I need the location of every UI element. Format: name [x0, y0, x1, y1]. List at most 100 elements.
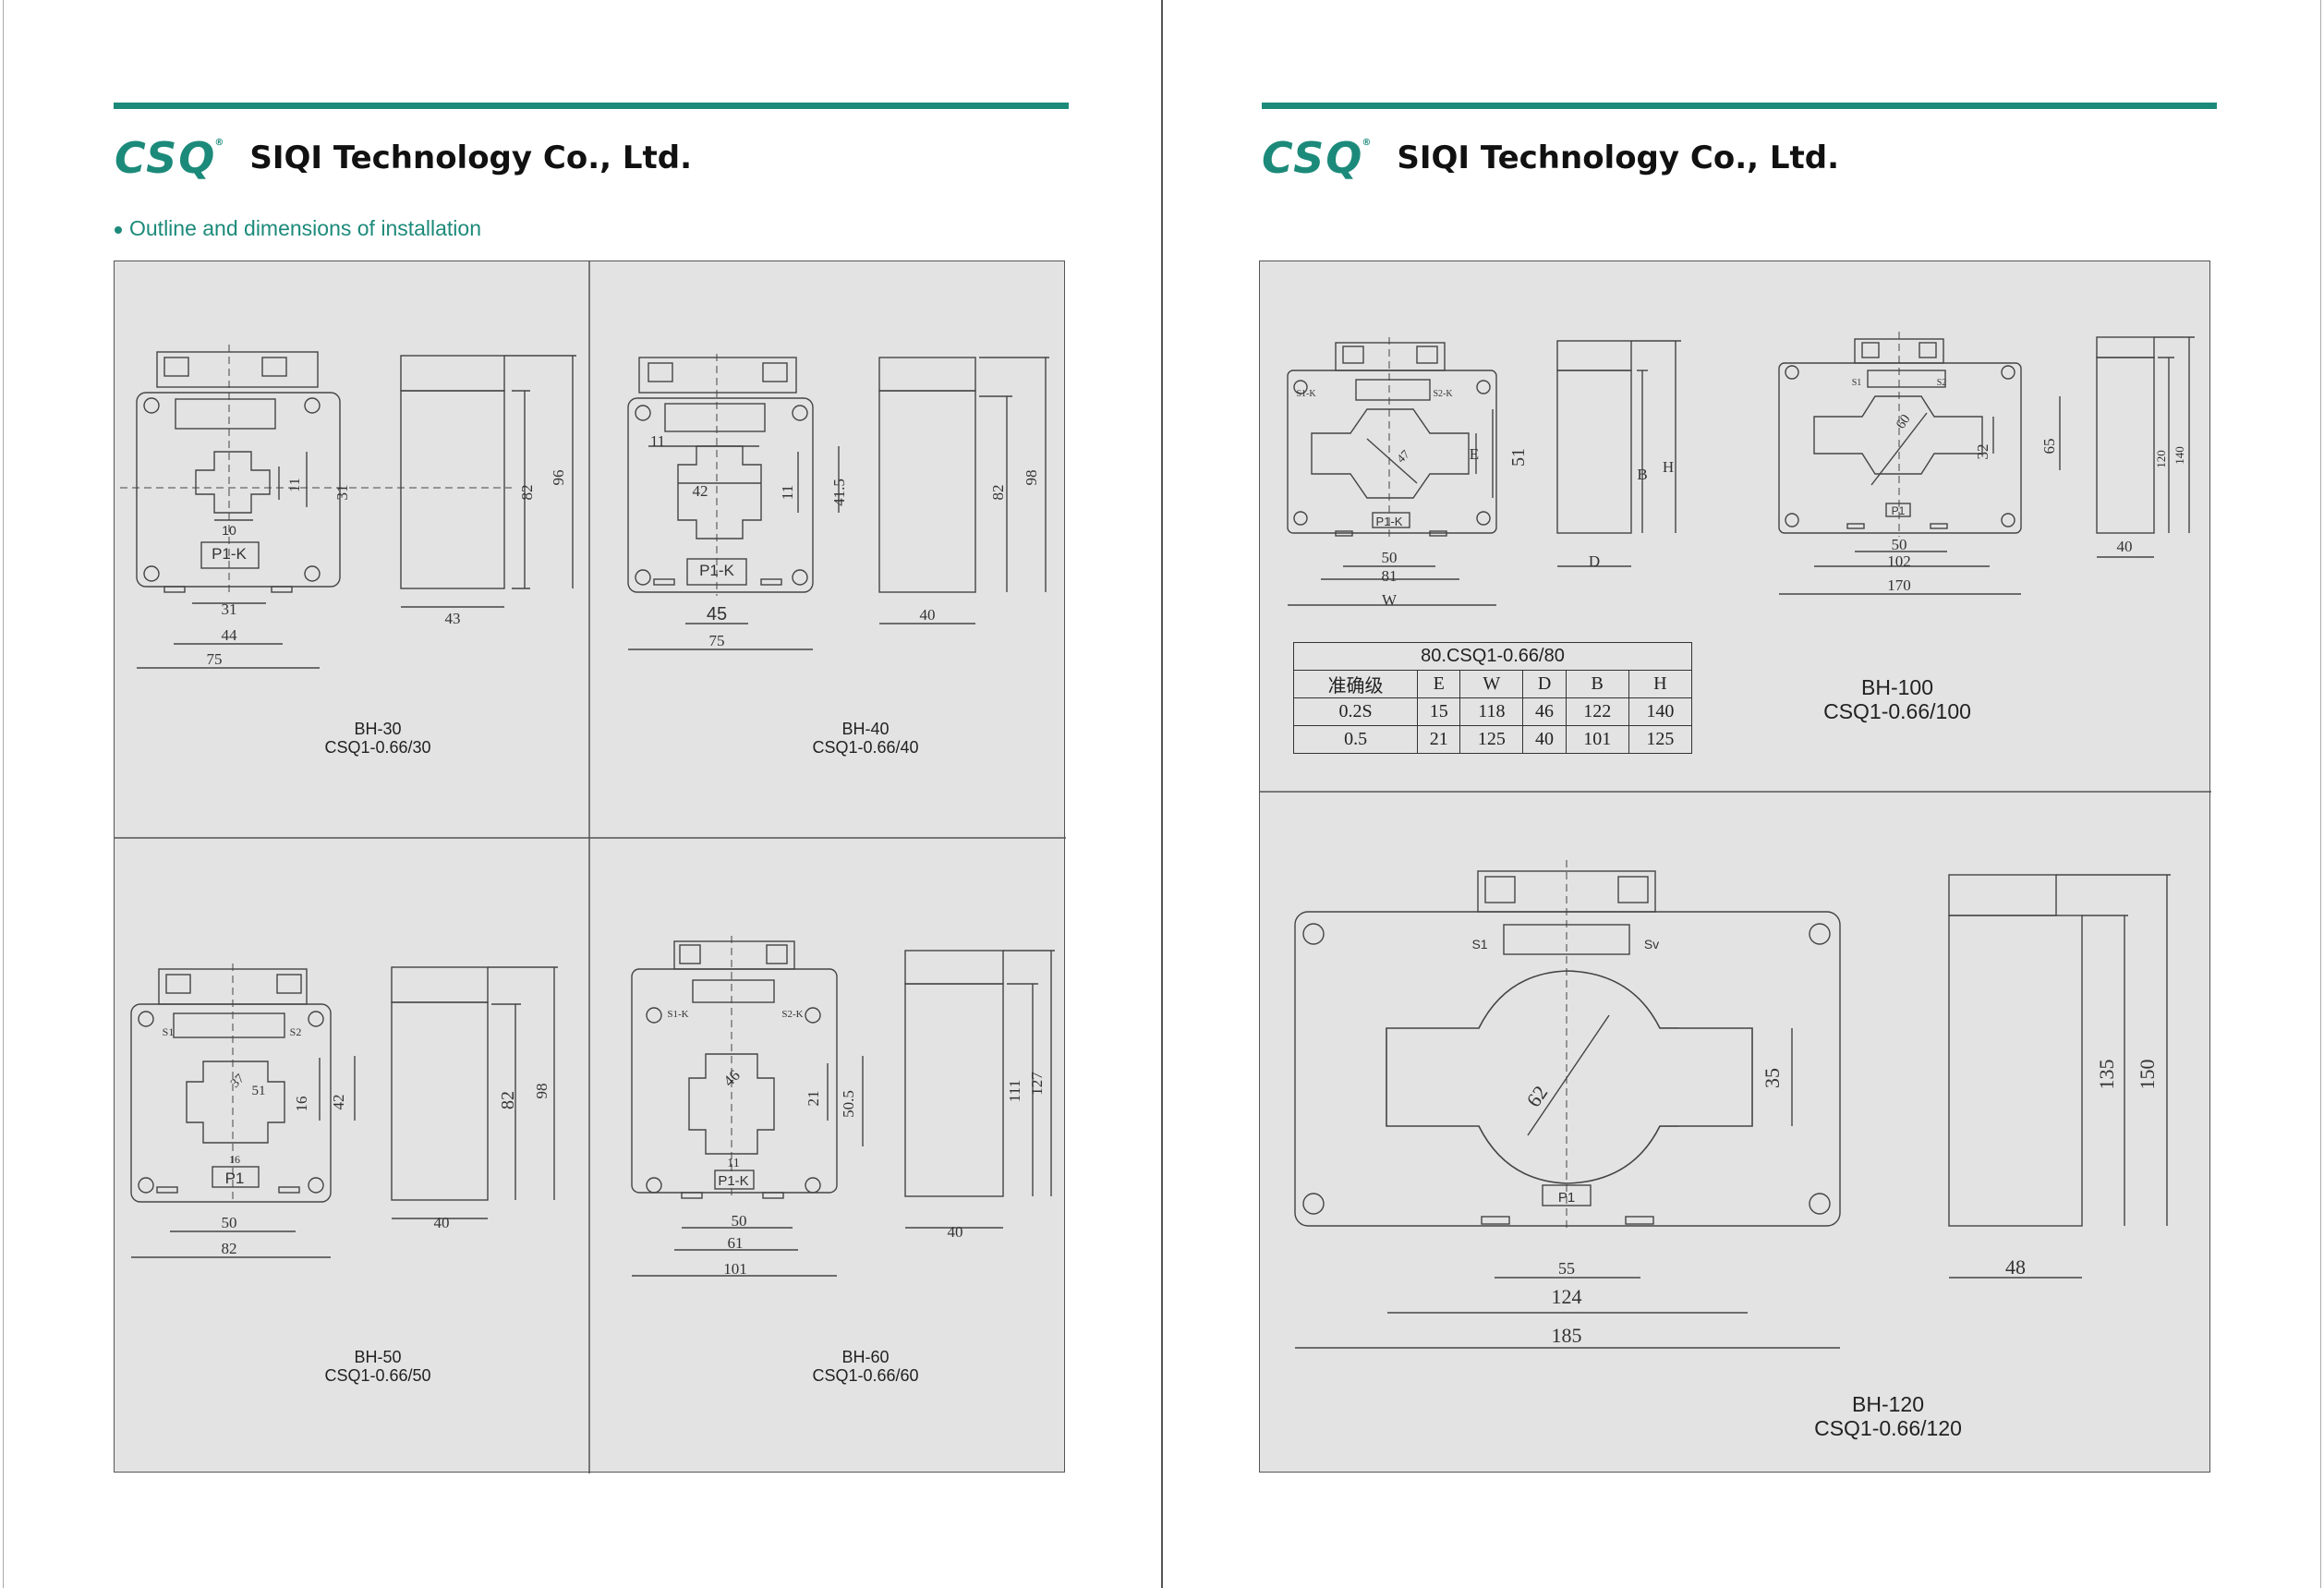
svg-text:40: 40 [434, 1214, 450, 1231]
svg-text:47: 47 [1394, 447, 1412, 466]
svg-text:51: 51 [252, 1084, 266, 1098]
svg-text:P1: P1 [1558, 1190, 1575, 1206]
svg-text:50: 50 [1892, 536, 1907, 553]
csq-logo: CSQ® [115, 133, 226, 183]
svg-text:185: 185 [1552, 1324, 1582, 1347]
svg-text:44: 44 [222, 626, 238, 644]
svg-text:31: 31 [222, 600, 237, 618]
svg-text:135: 135 [2095, 1060, 2118, 1090]
svg-text:16: 16 [293, 1097, 310, 1112]
right-drawings-svg: S1-K S2-K 47 E 51 P1-K 50 81 W B H D [1260, 332, 2211, 1349]
svg-text:40: 40 [920, 606, 936, 624]
bh100-labels: S1 S2 60 32 65 P1 50 102 170 120 140 40 [1852, 378, 2186, 594]
svg-text:P1-K: P1-K [1376, 515, 1403, 528]
svg-text:10: 10 [222, 523, 236, 538]
right-edge [2320, 0, 2321, 1588]
left-drawings-svg: P1-K 31 44 75 10 11 31 82 96 43 [115, 261, 1066, 1473]
bh30-drawing [120, 345, 576, 669]
svg-text:102: 102 [1887, 552, 1911, 570]
svg-text:S1-K: S1-K [1296, 389, 1316, 399]
bh80-labels: S1-K S2-K 47 E 51 P1-K 50 81 W B H D [1296, 389, 1674, 609]
svg-text:21: 21 [805, 1091, 822, 1107]
svg-text:60: 60 [1894, 412, 1914, 431]
svg-text:82: 82 [989, 485, 1007, 501]
bh80-spec-table: 80.CSQ1-0.66/80 准确级 E W D B H 0.2S 15 11… [1292, 642, 1693, 754]
svg-text:S1-K: S1-K [667, 1009, 688, 1020]
table-row: 0.5 21 125 40 101 125 [1292, 725, 1693, 754]
svg-text:75: 75 [207, 650, 223, 668]
svg-text:35: 35 [1761, 1068, 1784, 1088]
bh80-drawing [1287, 337, 1681, 606]
svg-text:S2-K: S2-K [1433, 389, 1453, 399]
bh40-labels: 11 42 P1-K 45 75 11 41.5 82 98 40 [650, 432, 1040, 649]
svg-text:50: 50 [1382, 549, 1398, 566]
svg-text:46: 46 [720, 1066, 743, 1089]
svg-text:S2: S2 [290, 1025, 302, 1038]
svg-text:42: 42 [330, 1095, 347, 1110]
svg-text:40: 40 [2117, 538, 2133, 555]
svg-text:B: B [1637, 466, 1647, 483]
svg-text:H: H [1663, 458, 1674, 476]
svg-text:D: D [1589, 552, 1600, 570]
svg-text:45: 45 [707, 604, 727, 624]
svg-text:11: 11 [287, 478, 303, 491]
svg-text:98: 98 [1023, 470, 1040, 486]
svg-text:82: 82 [222, 1240, 237, 1257]
svg-text:120: 120 [2154, 450, 2168, 468]
svg-text:82: 82 [518, 485, 536, 501]
bullet-icon [115, 225, 122, 234]
left-drawing-panel: P1-K 31 44 75 10 11 31 82 96 43 [114, 261, 1066, 1473]
svg-text:50: 50 [732, 1212, 747, 1230]
svg-text:111: 111 [1006, 1080, 1023, 1102]
csq-logo: CSQ® [1262, 133, 1374, 183]
svg-text:40: 40 [948, 1223, 963, 1241]
svg-text:81: 81 [1382, 567, 1398, 585]
brand-right: CSQ® SIQI Technology Co., Ltd. [1262, 137, 1839, 179]
bh40-drawing [627, 354, 1049, 650]
svg-text:127: 127 [1028, 1072, 1046, 1096]
company-name: SIQI Technology Co., Ltd. [249, 139, 693, 176]
svg-text:42: 42 [693, 482, 708, 500]
table-header-row: 准确级 E W D B H [1292, 670, 1693, 698]
left-edge [3, 0, 4, 1588]
svg-text:S1: S1 [163, 1025, 175, 1038]
svg-text:11: 11 [650, 432, 665, 450]
svg-text:E: E [1470, 445, 1479, 463]
bh120-drawing [1294, 860, 2171, 1349]
bh60-labels: S1-K S2-K 46 21 50.5 11 P1-K 50 61 101 1… [667, 1009, 1046, 1278]
table-title: 80.CSQ1-0.66/80 [1293, 642, 1692, 671]
svg-text:50.5: 50.5 [840, 1090, 857, 1118]
svg-text:P1-K: P1-K [718, 1173, 748, 1189]
svg-text:11: 11 [779, 485, 796, 500]
svg-text:W: W [1382, 591, 1398, 609]
bh60-drawing [631, 936, 1055, 1277]
svg-text:43: 43 [445, 610, 461, 627]
brand-left: CSQ® SIQI Technology Co., Ltd. [115, 137, 692, 179]
section-title: Outline and dimensions of installation [115, 216, 481, 241]
bh100-drawing [1778, 332, 2195, 595]
svg-text:P1: P1 [1892, 504, 1906, 517]
svg-text:82: 82 [498, 1091, 518, 1109]
svg-text:150: 150 [2136, 1060, 2159, 1090]
company-name: SIQI Technology Co., Ltd. [1397, 139, 1840, 176]
svg-text:Sv: Sv [1644, 937, 1659, 952]
svg-text:55: 55 [1558, 1259, 1575, 1278]
svg-text:65: 65 [2040, 439, 2058, 455]
svg-text:11: 11 [727, 1157, 739, 1170]
svg-text:96: 96 [550, 470, 567, 486]
bh30-labels: P1-K 31 44 75 10 11 31 82 96 43 [207, 470, 568, 669]
svg-text:P1: P1 [225, 1170, 245, 1187]
svg-text:S1: S1 [1471, 937, 1487, 952]
svg-text:50: 50 [222, 1214, 237, 1231]
svg-text:41.5: 41.5 [830, 479, 848, 506]
table-row: 0.2S 15 118 46 122 140 [1292, 697, 1693, 726]
svg-text:P1-K: P1-K [699, 562, 734, 579]
page-divider [1161, 0, 1163, 1588]
svg-text:170: 170 [1887, 576, 1911, 594]
svg-text:31: 31 [333, 485, 351, 501]
